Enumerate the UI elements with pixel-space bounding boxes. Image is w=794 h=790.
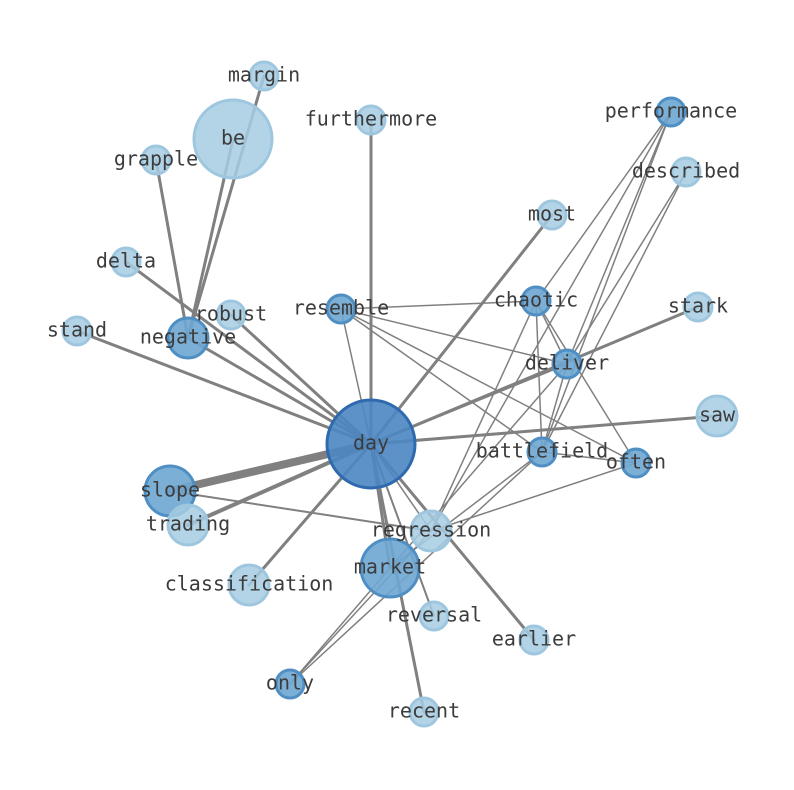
node-delta <box>110 246 142 278</box>
label-margin: margin <box>228 63 300 87</box>
edge-chaotic-regression <box>430 300 537 532</box>
node-deliver <box>551 348 583 380</box>
edge-day-saw <box>369 414 719 446</box>
edge-performance-chaotic <box>535 111 672 302</box>
label-classification: classification <box>165 572 334 596</box>
label-most: most <box>528 202 576 226</box>
label-regression: regression <box>371 518 491 542</box>
label-slope: slope <box>140 478 200 502</box>
node-described <box>670 156 702 188</box>
edge-battlefield-often <box>541 451 637 464</box>
label-reversal: reversal <box>386 603 482 627</box>
node-classification <box>227 563 271 607</box>
nodes <box>61 60 739 728</box>
edge-described-deliver <box>566 171 687 365</box>
edge-performance-deliver <box>566 111 672 365</box>
label-recent: recent <box>388 699 460 723</box>
label-grapple: grapple <box>114 147 198 171</box>
label-stark: stark <box>668 294 728 318</box>
node-day <box>325 398 417 490</box>
label-negative: negative <box>140 325 236 349</box>
node-battlefield <box>526 436 558 468</box>
label-often: often <box>606 450 666 474</box>
label-deliver: deliver <box>525 351 609 375</box>
edge-day-delta <box>124 260 373 446</box>
label-robust: robust <box>195 302 267 326</box>
node-only <box>274 668 306 700</box>
node-saw <box>695 394 739 438</box>
edge-performance-regression <box>430 111 672 532</box>
node-robust <box>215 299 247 331</box>
node-market <box>359 537 421 599</box>
label-trading: trading <box>146 512 230 536</box>
label-battlefield: battlefield <box>476 439 608 463</box>
node-chaotic <box>520 285 552 317</box>
edge-day-stand <box>75 329 373 446</box>
label-delta: delta <box>96 249 156 273</box>
edge-described-battlefield <box>541 171 687 453</box>
node-performance <box>655 96 687 128</box>
node-negative <box>166 316 210 360</box>
edge-resemble-often <box>340 308 637 464</box>
edge-chaotic-often <box>535 300 637 464</box>
edge-slope-regression <box>169 490 432 532</box>
label-furthermore: furthermore <box>305 107 437 131</box>
node-recent <box>408 696 440 728</box>
label-stand: stand <box>47 318 107 342</box>
edge-resemble-battlefield <box>340 308 543 453</box>
label-chaotic: chaotic <box>494 288 578 312</box>
label-saw: saw <box>699 403 736 427</box>
node-be <box>192 98 274 180</box>
edge-often-regression <box>430 462 637 532</box>
node-often <box>620 447 652 479</box>
node-earlier <box>518 624 550 656</box>
edge-day-most <box>369 213 554 446</box>
label-only: only <box>266 671 314 695</box>
label-performance: performance <box>605 99 737 123</box>
node-stand <box>61 315 93 347</box>
label-resemble: resemble <box>293 296 389 320</box>
edge-performance-battlefield <box>541 111 672 453</box>
node-furthermore <box>355 104 387 136</box>
edge-resemble-chaotic <box>340 300 537 310</box>
edge-negative-grapple <box>154 158 190 340</box>
node-reversal <box>418 600 450 632</box>
label-day: day <box>353 431 389 455</box>
edge-chaotic-battlefield <box>535 300 543 453</box>
node-most <box>536 199 568 231</box>
node-regression <box>409 509 453 553</box>
label-market: market <box>354 555 426 579</box>
label-be: be <box>221 126 245 150</box>
node-margin <box>248 60 280 92</box>
label-earlier: earlier <box>492 627 576 651</box>
node-resemble <box>325 293 357 325</box>
node-grapple <box>140 144 172 176</box>
label-described: described <box>632 159 740 183</box>
node-trading <box>166 503 210 547</box>
edge-resemble-deliver <box>340 308 568 365</box>
node-stark <box>682 291 714 323</box>
